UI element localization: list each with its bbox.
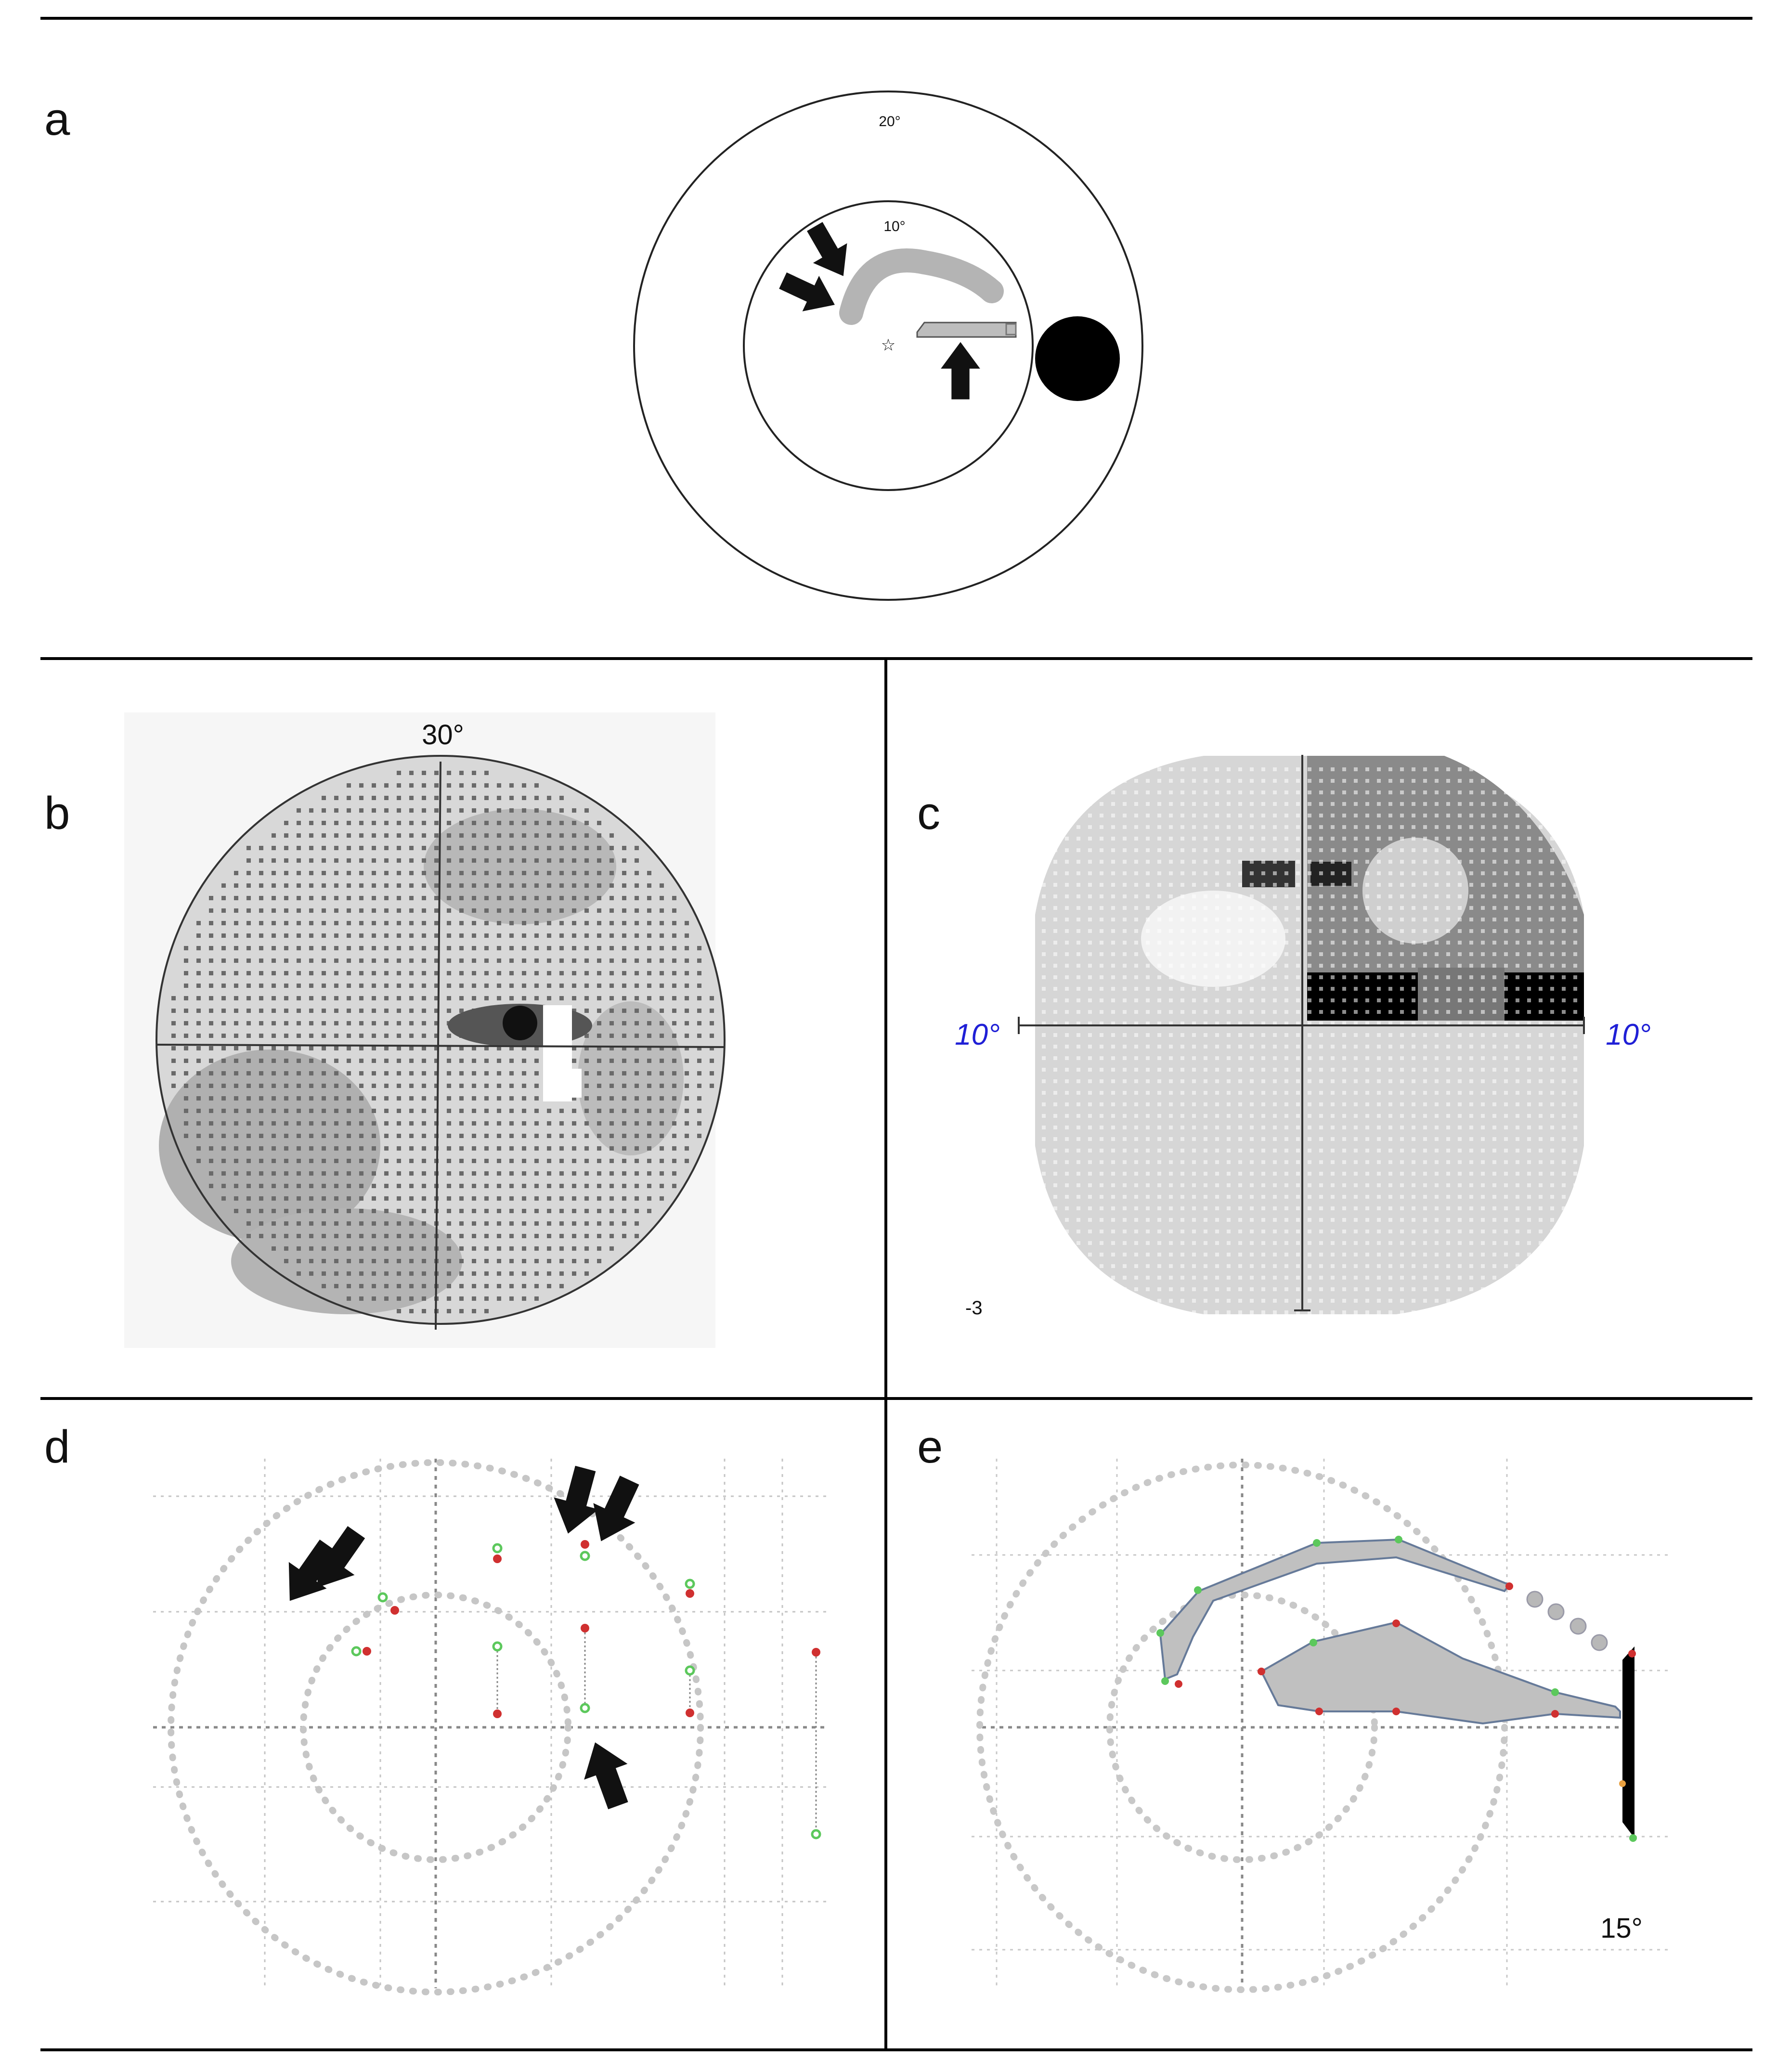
unseen-point [581, 1624, 589, 1632]
axis-label-right: 10° [1606, 1018, 1651, 1051]
blind-spot [1622, 1646, 1634, 1838]
seen-point [580, 1703, 590, 1713]
unseen-point [493, 1554, 502, 1563]
arcuate-defect [839, 248, 1004, 325]
seen-point [1629, 1834, 1637, 1842]
panel-d: d [44, 1421, 828, 1995]
seen-point [1161, 1677, 1169, 1685]
seen-point [685, 1665, 695, 1676]
corner-note: -3 [965, 1297, 983, 1319]
isopter-ring-inner [300, 1592, 571, 1863]
unseen-point [1315, 1708, 1323, 1715]
fixation-marker: ☆ [881, 336, 895, 355]
panel-label-b: b [44, 788, 70, 839]
panel-label-d: d [44, 1421, 70, 1473]
horizontal-meridian [156, 1044, 725, 1048]
unseen-point [686, 1589, 694, 1598]
unseen-points [363, 1540, 820, 1718]
unseen-point [390, 1606, 399, 1615]
panel-dividers [40, 17, 1752, 2051]
seen-point [351, 1646, 362, 1657]
panel-b: b 30° [44, 712, 726, 1348]
darker-region-right [578, 1001, 684, 1155]
unseen-point [1619, 1780, 1626, 1787]
axis-label-left: 10° [955, 1018, 1000, 1051]
seen-point [1156, 1629, 1164, 1637]
seen-point [1395, 1536, 1402, 1543]
connector-dots [1526, 1591, 1608, 1651]
unseen-point [1175, 1680, 1182, 1688]
darker-region-top [424, 809, 616, 924]
ring-label-30: 30° [422, 719, 464, 751]
printout-dots [1042, 767, 1577, 1314]
seen-point [1551, 1688, 1559, 1696]
arrow-icon [774, 262, 843, 323]
panel-c: c 10° 10° -3 [917, 755, 1651, 1319]
unseen-point [581, 1540, 589, 1549]
seen-point [1313, 1539, 1321, 1547]
panel-e: e [917, 1421, 1671, 1993]
seen-point [1194, 1586, 1202, 1594]
unseen-point [1628, 1650, 1636, 1658]
connector-dot [1526, 1591, 1544, 1608]
unseen-point [1505, 1582, 1513, 1590]
panel-a: a 20° 10° ☆ [44, 91, 1143, 601]
seen-points [351, 1543, 821, 1839]
unseen-point [1258, 1668, 1265, 1675]
isopter-ring-inner [1106, 1592, 1378, 1863]
paracentral-defect [1260, 1621, 1621, 1725]
perimetry-grid [153, 1459, 828, 1988]
unseen-point [1392, 1619, 1400, 1627]
seen-point [492, 1641, 503, 1652]
blind-spot-gap [558, 1069, 582, 1098]
marker-points [1156, 1536, 1637, 1842]
unseen-point [812, 1648, 820, 1657]
paracentral-defect [916, 322, 1017, 338]
seen-point [811, 1829, 821, 1839]
seen-point [685, 1579, 695, 1589]
isopter-ring-outer [976, 1462, 1508, 1993]
ring-10-deg [743, 200, 1034, 491]
connector-dot [1591, 1634, 1608, 1651]
panel-label-a: a [44, 93, 70, 145]
panel-label-c: c [917, 788, 940, 839]
seen-point [1310, 1639, 1317, 1646]
blind-spot [1035, 316, 1120, 401]
connector-dot [1569, 1618, 1587, 1635]
connector-dot [1547, 1603, 1565, 1620]
seen-point [580, 1551, 590, 1561]
ring-20-deg [633, 91, 1143, 601]
ring-label-10: 10° [883, 219, 905, 234]
ring-label-20: 20° [879, 114, 900, 130]
arrow-icon [573, 1734, 640, 1814]
unseen-point [1551, 1710, 1559, 1718]
lighter-patch-right [1362, 838, 1468, 944]
unseen-point [493, 1709, 502, 1718]
seen-point [377, 1592, 388, 1603]
isopter-ring-outer [168, 1459, 704, 1995]
ring-label-15: 15° [1600, 1913, 1643, 1944]
unseen-point [363, 1647, 371, 1656]
unseen-point [686, 1709, 694, 1717]
defect-edge-notch [1005, 323, 1017, 336]
perimetry-grid [972, 1459, 1671, 1988]
sparse-defect-left [1141, 891, 1285, 987]
seen-point [492, 1543, 503, 1554]
field-boundary [156, 755, 726, 1325]
unseen-point [1392, 1708, 1400, 1715]
dense-defect-core [503, 1006, 537, 1040]
arrow-icon [941, 342, 980, 400]
panel-label-e: e [917, 1421, 943, 1473]
